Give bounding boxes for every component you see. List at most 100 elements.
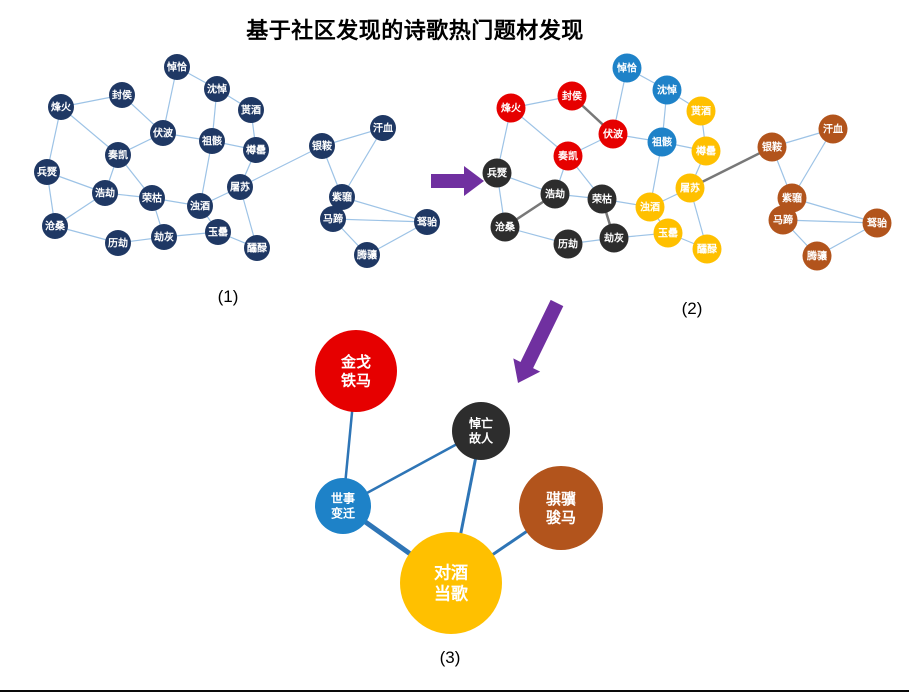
panel1-label: (1) xyxy=(217,287,239,306)
graph-edge xyxy=(332,218,428,223)
graph-node-樽罍: 樽罍 xyxy=(243,137,269,163)
graph-node-label: 祖骸 xyxy=(201,135,222,148)
community-node-label: 悼亡 xyxy=(469,416,493,431)
page-title: 基于社区发现的诗歌热门题材发现 xyxy=(246,18,584,43)
transform-arrow xyxy=(431,166,484,196)
graph-node-label: 兵燹 xyxy=(37,166,58,179)
graph-node-伏波: 伏波 xyxy=(150,120,176,146)
graph-node-label: 兵燹 xyxy=(487,167,508,180)
graph-node-贳酒: 贳酒 xyxy=(238,97,264,123)
graph-edge xyxy=(689,145,773,190)
graph-node-历劫: 历劫 xyxy=(553,229,583,259)
bottom-divider xyxy=(0,690,909,692)
graph-node-label: 樽罍 xyxy=(696,145,716,158)
community-node-label: 金戈 xyxy=(340,353,371,371)
community-node-label: 骐骥 xyxy=(546,490,576,508)
graph-node-label: 祖骸 xyxy=(651,136,672,149)
graph-node-label: 悼恰 xyxy=(616,62,637,75)
community-node-label: 变迁 xyxy=(331,506,355,521)
graph-node-驽骀: 驽骀 xyxy=(414,209,440,235)
panel3-label: (3) xyxy=(439,648,461,667)
graph-node-label: 沧桑 xyxy=(495,221,516,234)
graph-node-label: 紫骝 xyxy=(332,191,352,204)
graph-node-腾骧: 腾骧 xyxy=(354,242,380,268)
graph-node-label: 贳酒 xyxy=(691,105,711,118)
graph-node-醽醁: 醽醁 xyxy=(692,234,722,264)
graph-node-label: 醽醁 xyxy=(697,244,717,256)
graph-node-label: 屠苏 xyxy=(230,181,250,194)
graph-node-label: 驽骀 xyxy=(866,217,887,230)
graph-node-label: 历劫 xyxy=(558,238,578,251)
graph-node-奏凯: 奏凯 xyxy=(105,142,131,168)
graph-node-悼恰: 悼恰 xyxy=(164,54,190,80)
graph-node-汗血: 汗血 xyxy=(370,115,396,141)
graph-node-label: 烽火 xyxy=(51,101,72,114)
graph-node-label: 马蹄 xyxy=(323,213,343,226)
graph-node-label: 贳酒 xyxy=(241,104,261,117)
graph-node-label: 奏凯 xyxy=(107,149,128,162)
graph-node-马蹄: 马蹄 xyxy=(320,206,346,232)
graph-node-label: 烽火 xyxy=(501,102,522,115)
community-node-label: 对酒 xyxy=(434,562,468,582)
graph-node-label: 沧桑 xyxy=(45,220,66,233)
graph-node-label: 驽骀 xyxy=(416,216,437,229)
graph-node-label: 屠苏 xyxy=(680,182,700,195)
graph-node-label: 沈悼 xyxy=(207,83,227,96)
graph-node-汗血: 汗血 xyxy=(818,114,848,144)
graph-node-贳酒: 贳酒 xyxy=(686,96,716,126)
graph-node-label: 劫灰 xyxy=(154,231,174,244)
graph-node-烽火: 烽火 xyxy=(48,94,74,120)
graph-node-label: 浊酒 xyxy=(190,200,210,213)
graph-node-玉罍: 玉罍 xyxy=(205,219,231,245)
graph-node-label: 马蹄 xyxy=(773,214,793,227)
graph-node-label: 玉罍 xyxy=(208,226,228,239)
graph-node-沈悼: 沈悼 xyxy=(652,75,682,105)
graph-node-label: 樽罍 xyxy=(246,144,266,157)
graph-node-醽醁: 醽醁 xyxy=(244,235,270,261)
graph-node-label: 荣枯 xyxy=(141,192,162,205)
graph-node-屠苏: 屠苏 xyxy=(227,174,253,200)
graph-node-label: 悼恰 xyxy=(166,61,187,74)
graph-node-label: 浊酒 xyxy=(640,201,660,214)
community-node-label: 当歌 xyxy=(434,584,469,604)
graph-node-label: 汗血 xyxy=(373,122,393,135)
graph-node-label: 汗血 xyxy=(823,123,843,136)
graph-node-烽火: 烽火 xyxy=(496,93,526,123)
community-node-label: 故人 xyxy=(469,431,494,446)
transform-arrow xyxy=(513,299,564,383)
graph-node-label: 浩劫 xyxy=(545,188,565,201)
graph-node-浊酒: 浊酒 xyxy=(635,192,665,222)
graph-node-封侯: 封侯 xyxy=(109,82,135,108)
panel2-label: (2) xyxy=(681,299,703,318)
graph-edge xyxy=(341,127,384,198)
graph-node-label: 玉罍 xyxy=(658,227,678,240)
graph-node-玉罍: 玉罍 xyxy=(653,218,683,248)
graph-node-封侯: 封侯 xyxy=(557,81,587,111)
graph-node-label: 银鞍 xyxy=(312,140,332,153)
graph-node-马蹄: 马蹄 xyxy=(768,205,798,235)
graph-node-浊酒: 浊酒 xyxy=(187,193,213,219)
community-node-label: 世事 xyxy=(331,491,355,506)
graph-node-浩劫: 浩劫 xyxy=(540,179,570,209)
graph-node-label: 紫骝 xyxy=(782,192,802,205)
graph-node-伏波: 伏波 xyxy=(598,119,628,149)
graph-node-label: 银鞍 xyxy=(762,141,782,154)
graph-node-label: 浩劫 xyxy=(95,187,115,200)
graph-node-label: 封侯 xyxy=(112,89,133,102)
graph-node-银鞍: 银鞍 xyxy=(757,132,787,162)
graph-node-银鞍: 银鞍 xyxy=(309,133,335,159)
graph-node-label: 沈悼 xyxy=(657,84,677,97)
graph-node-label: 历劫 xyxy=(108,237,128,250)
graph-node-樽罍: 樽罍 xyxy=(691,136,721,166)
graph-node-腾骧: 腾骧 xyxy=(802,241,832,271)
graph-edge xyxy=(239,145,323,188)
graph-node-兵燹: 兵燹 xyxy=(482,158,512,188)
community-node-label: 骏马 xyxy=(546,509,576,527)
